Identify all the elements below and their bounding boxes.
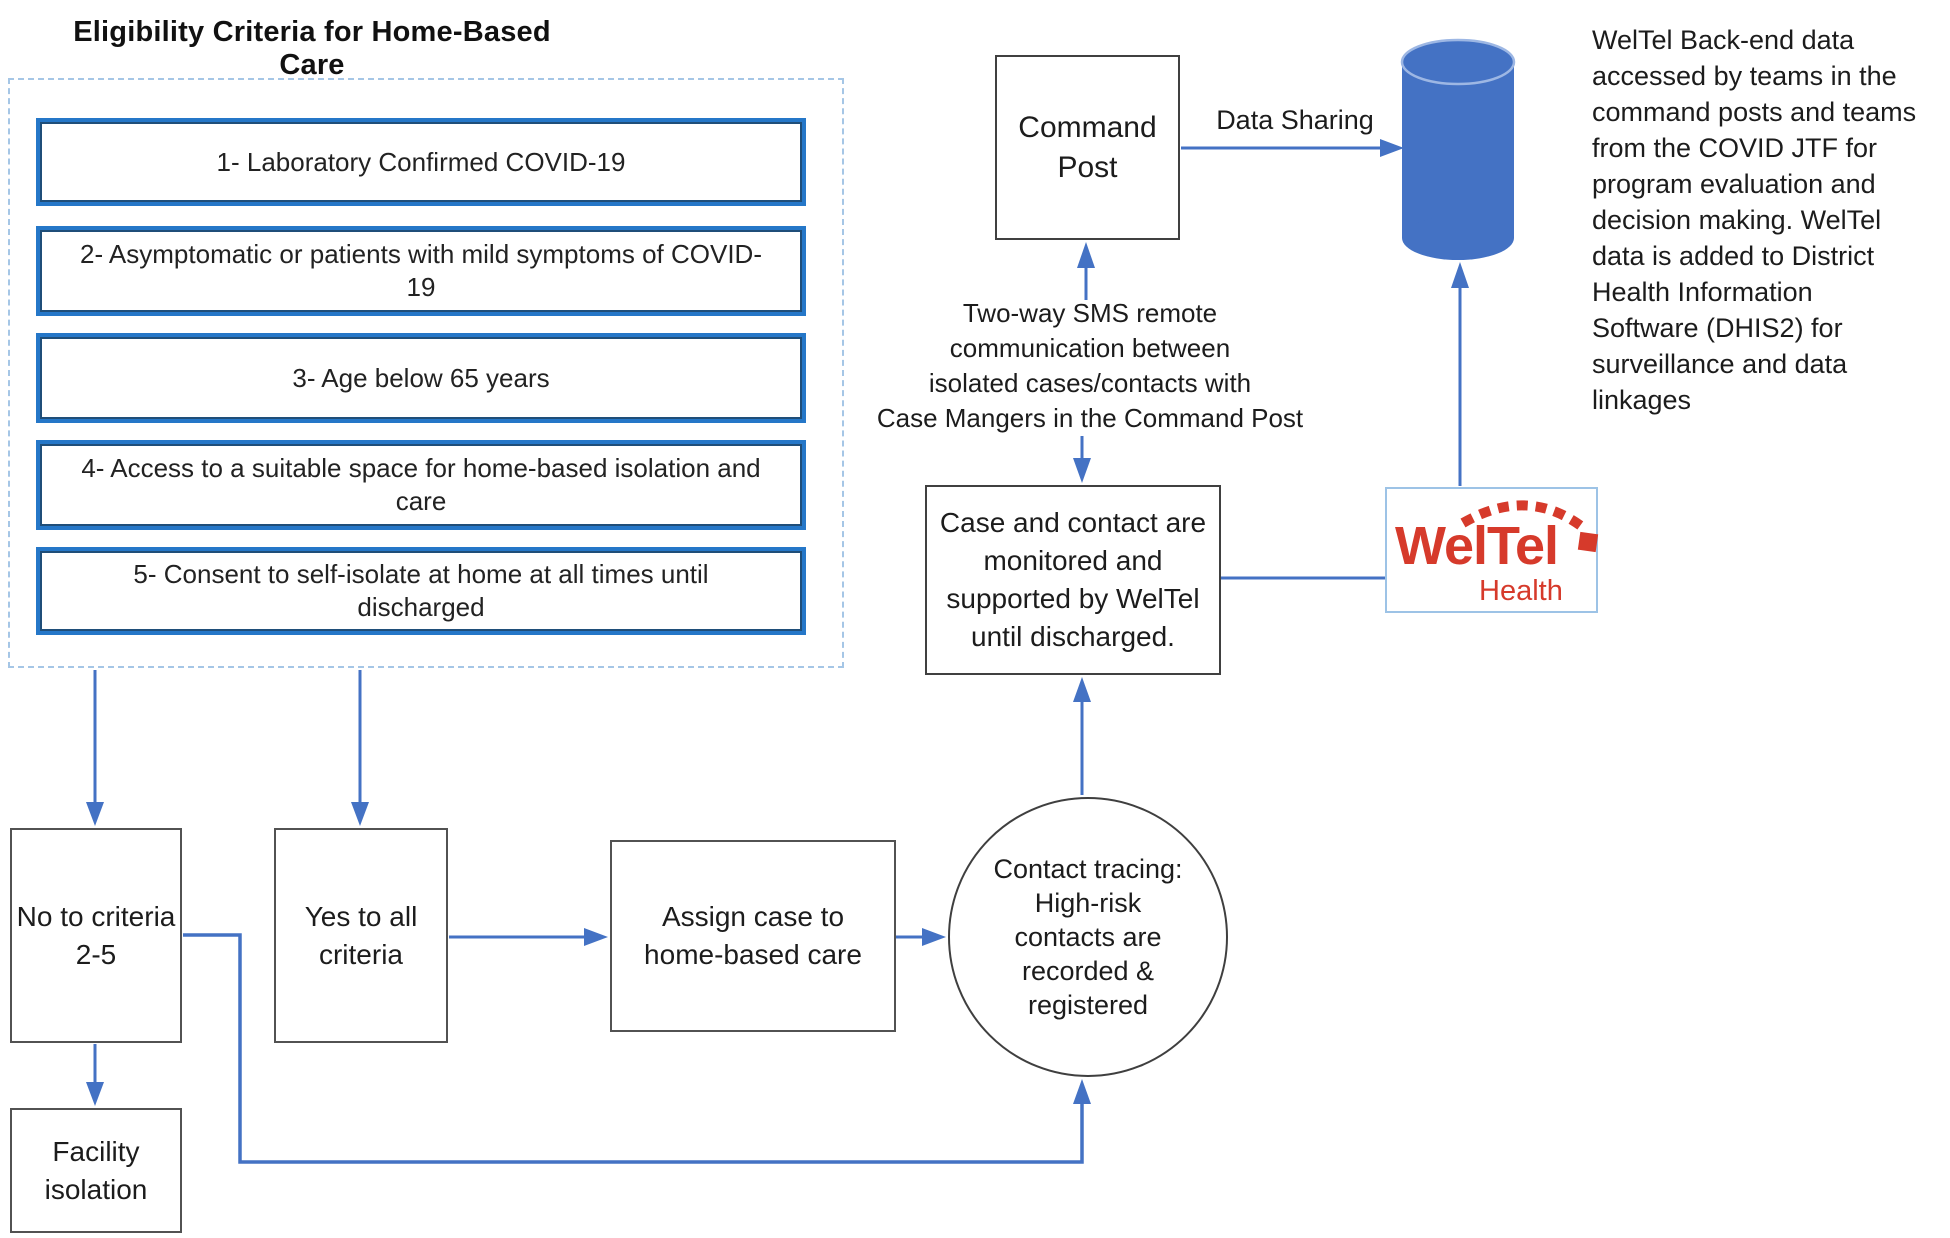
arrow-command-post-to-database bbox=[1181, 139, 1404, 157]
database-cylinder-icon bbox=[1400, 38, 1516, 260]
arrow-container-to-no-box bbox=[86, 670, 104, 826]
arrow-assign-to-circle bbox=[896, 928, 946, 946]
criteria-box-3: 3- Age below 65 years bbox=[36, 333, 806, 423]
criteria-box-4: 4- Access to a suitable space for home-b… bbox=[36, 440, 806, 530]
weltel-brand-text: WelTel bbox=[1395, 516, 1559, 576]
criteria-box-1: 1- Laboratory Confirmed COVID-19 bbox=[36, 118, 806, 206]
weltel-arc-icon bbox=[1460, 500, 1599, 553]
weltel-logo-box: WelTel Health bbox=[1385, 487, 1599, 613]
diagram-title: Eligibility Criteria for Home-Based Care bbox=[73, 16, 551, 81]
arrow-sms-to-case-box bbox=[1073, 436, 1091, 483]
arrow-no-bypass-to-circle bbox=[183, 933, 1091, 1164]
arrow-circle-to-case-box bbox=[1073, 677, 1091, 795]
arrow-weltel-box-to-database bbox=[1451, 262, 1469, 486]
eligibility-criteria-container bbox=[8, 78, 844, 668]
weltel-health-text: Health bbox=[1479, 575, 1563, 607]
data-sharing-label: Data Sharing bbox=[1216, 104, 1374, 135]
criteria-box-5: 5- Consent to self-isolate at home at al… bbox=[36, 547, 806, 635]
arrow-sms-to-command-post bbox=[1077, 242, 1095, 300]
criteria-box-2: 2- Asymptomatic or patients with mild sy… bbox=[36, 226, 806, 316]
arrow-container-to-yes-box bbox=[351, 670, 369, 826]
arrow-no-to-facility bbox=[86, 1044, 104, 1106]
arrow-yes-to-assign bbox=[449, 928, 608, 946]
